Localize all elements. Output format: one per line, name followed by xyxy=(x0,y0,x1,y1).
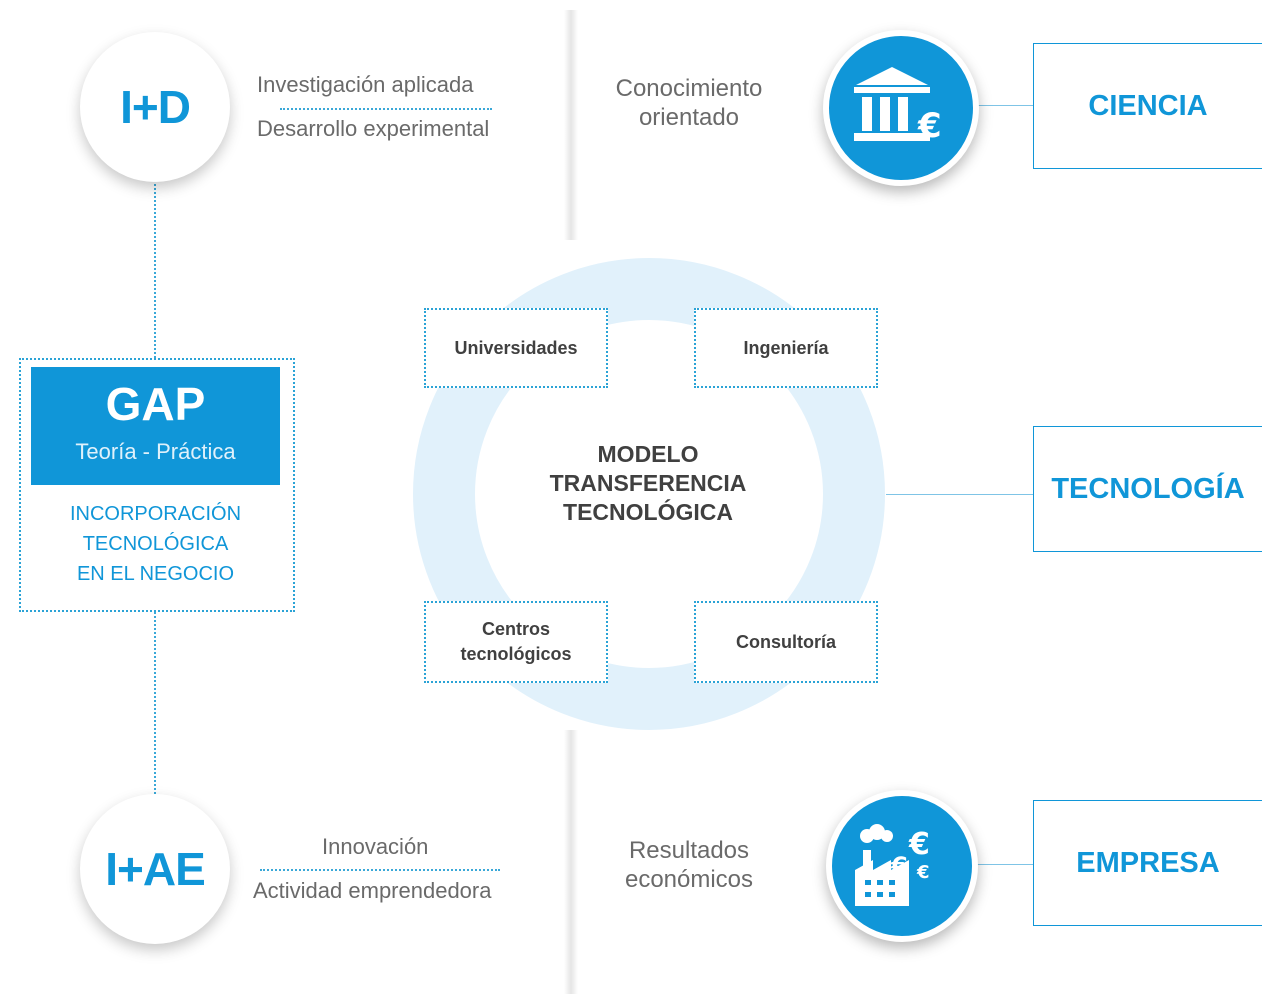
gap-title: GAP xyxy=(105,378,206,430)
divider-shadow-bottom xyxy=(564,730,578,994)
box-empresa: EMPRESA xyxy=(1033,800,1262,926)
gap-caption: INCORPORACIÓN TECNOLÓGICA EN EL NEGOCIO xyxy=(31,499,280,589)
circle-bank: € xyxy=(823,30,979,186)
bank-euro-icon: € xyxy=(854,67,942,146)
tecnologia-label: TECNOLOGÍA xyxy=(1051,472,1245,505)
gap-header: GAP Teoría - Práctica xyxy=(31,367,280,485)
resultados-line-1: Resultados xyxy=(628,837,750,864)
circle-id: I+D xyxy=(80,32,230,182)
empresa-label: EMPRESA xyxy=(1076,846,1220,879)
line-tecnologia xyxy=(886,494,1036,495)
gap-caption-line-1: INCORPORACIÓN xyxy=(69,503,242,525)
svg-text:€: € xyxy=(908,827,930,862)
conocimiento-line-2: orientado xyxy=(638,104,740,131)
box-ciencia: CIENCIA xyxy=(1033,43,1262,169)
circle-iae-label: I+AE xyxy=(105,843,206,895)
id-line-2: Desarrollo experimental xyxy=(257,116,490,141)
id-line-1: Investigación aplicada xyxy=(257,72,474,97)
conocimiento-line-1: Conocimiento xyxy=(615,75,763,102)
node-ingenieria-label: Ingeniería xyxy=(743,337,829,358)
model-title-line-3: TECNOLÓGICA xyxy=(563,499,733,525)
node-ingenieria: Ingeniería xyxy=(694,308,878,388)
node-consultoria: Consultoría xyxy=(694,601,878,683)
line-ciencia xyxy=(975,105,1035,106)
node-consultoria-label: Consultoría xyxy=(735,631,836,652)
circle-factory: € € € xyxy=(826,790,978,942)
gap-caption-line-2: TECNOLÓGICA xyxy=(82,533,229,555)
node-universidades-label: Universidades xyxy=(454,337,578,358)
box-tecnologia: TECNOLOGÍA xyxy=(1033,426,1262,552)
iae-line-2: Actividad emprendedora xyxy=(253,878,492,903)
iae-line-1: Innovación xyxy=(322,834,429,859)
resultados-text: Resultados económicos xyxy=(600,836,778,894)
svg-text:€: € xyxy=(917,106,942,146)
conocimiento-text: Conocimiento orientado xyxy=(600,74,778,132)
circle-id-label: I+D xyxy=(120,81,191,133)
model-title-line-1: MODELO xyxy=(597,441,699,467)
node-centros-line-1: Centros xyxy=(481,619,550,639)
node-universidades: Universidades xyxy=(424,308,608,388)
id-separator xyxy=(280,108,492,110)
iae-separator xyxy=(260,869,500,871)
node-centros-line-2: tecnológicos xyxy=(460,644,572,664)
line-empresa xyxy=(975,864,1035,865)
resultados-line-2: económicos xyxy=(624,866,754,893)
factory-euro-icon: € € € xyxy=(855,824,930,906)
node-centros: Centros tecnológicos xyxy=(424,601,608,683)
gap-caption-line-3: EN EL NEGOCIO xyxy=(76,563,235,585)
connector-bottom xyxy=(154,612,156,802)
gap-subtitle: Teoría - Práctica xyxy=(75,439,236,464)
model-title-line-2: TRANSFERENCIA xyxy=(549,470,747,496)
svg-text:€: € xyxy=(916,862,930,883)
svg-text:€: € xyxy=(890,852,908,880)
divider-shadow-top xyxy=(564,10,578,240)
ciencia-label: CIENCIA xyxy=(1088,89,1208,122)
circle-iae: I+AE xyxy=(80,794,230,944)
model-title: MODELO TRANSFERENCIA TECNOLÓGICA xyxy=(520,440,776,527)
connector-top xyxy=(154,180,156,358)
